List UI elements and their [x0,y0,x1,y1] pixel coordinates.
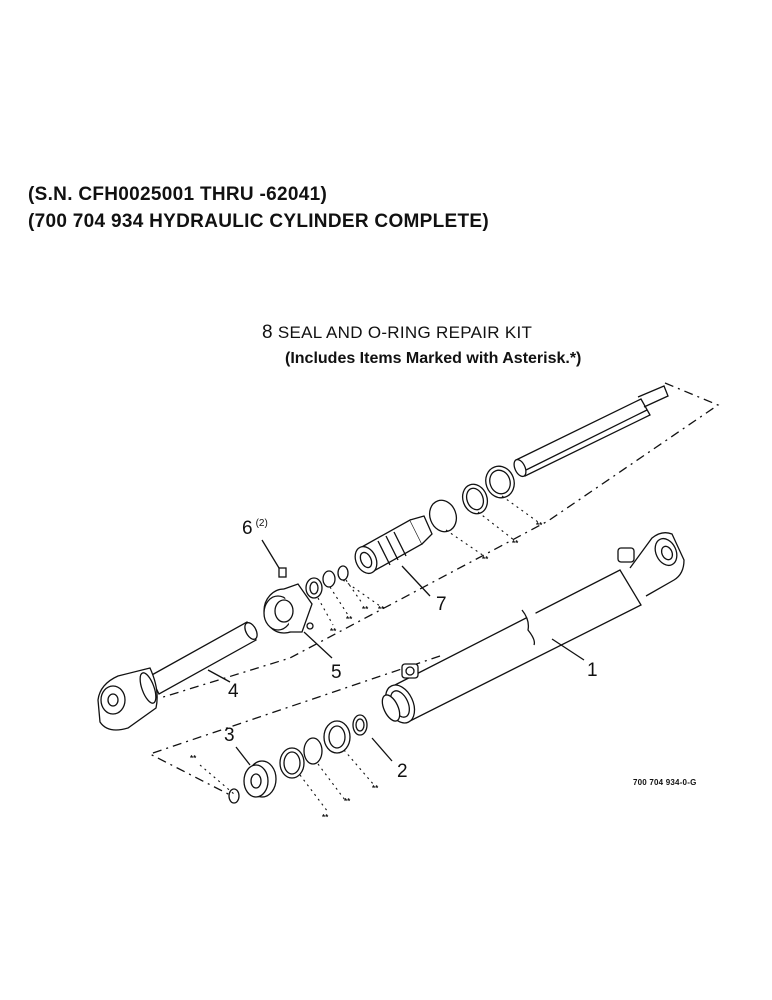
piston-seal-c [485,465,515,499]
drawing-reference-code: 700 704 934-0-G [633,778,697,787]
asterisk-mark: ** [190,754,197,763]
callout-2: 2 [397,761,408,782]
lower-seal-b [303,737,323,765]
callout-6-quantity: (2) [255,518,268,529]
repair-kit-note: (Includes Items Marked with Asterisk.*) [285,350,582,367]
leader-7 [401,565,431,597]
lower-bushing [352,714,368,736]
asterisk-mark: ** [322,813,329,822]
rod-seal-b [322,570,336,588]
leader-3 [235,746,251,766]
rod-seal-c [337,565,349,581]
centerline-upper [159,382,720,699]
callout-1: 1 [587,660,598,681]
lower-seal-c [323,720,351,754]
rod-seal-a [305,577,323,599]
upper-rod [513,385,669,478]
leader-2 [371,737,393,762]
callout-4: 4 [228,681,239,702]
asterisk-mark: ** [344,797,351,806]
assembly-title: (700 704 934 HYDRAULIC CYLINDER COMPLETE… [28,211,490,232]
leader-6 [261,539,280,569]
leader-5 [303,631,333,659]
callout-3: 3 [224,725,235,746]
piston-seal-a [428,499,458,533]
asterisk-mark: ** [536,521,543,530]
leader-1 [551,638,585,661]
asterisk-mark: ** [378,605,385,614]
lower-rod-clevis [97,621,258,731]
cylinder-barrel [381,532,685,724]
asterisk-mark: ** [362,605,369,614]
callout-6: 6(2) [242,518,268,540]
callout-6-number: 6 [242,518,253,539]
callout-7: 7 [436,594,447,615]
repair-kit-name: SEAL AND O-RING REPAIR KIT [277,323,533,342]
asterisk-mark: ** [512,539,519,548]
serial-range-label: (S.N. CFH0025001 THRU -62041) [28,184,328,205]
callout-5: 5 [331,662,342,683]
asterisk-mark: ** [346,615,353,624]
asterisk-mark: ** [330,627,337,636]
repair-kit-number: 8 [262,322,273,343]
asterisk-leaders [199,495,539,813]
asterisk-mark: ** [482,555,489,564]
leader-4 [207,669,231,683]
piston [354,515,433,575]
gland-head [263,567,314,634]
asterisk-mark: ** [372,784,379,793]
end-piece [228,760,277,804]
piston-seal-b [461,483,489,515]
